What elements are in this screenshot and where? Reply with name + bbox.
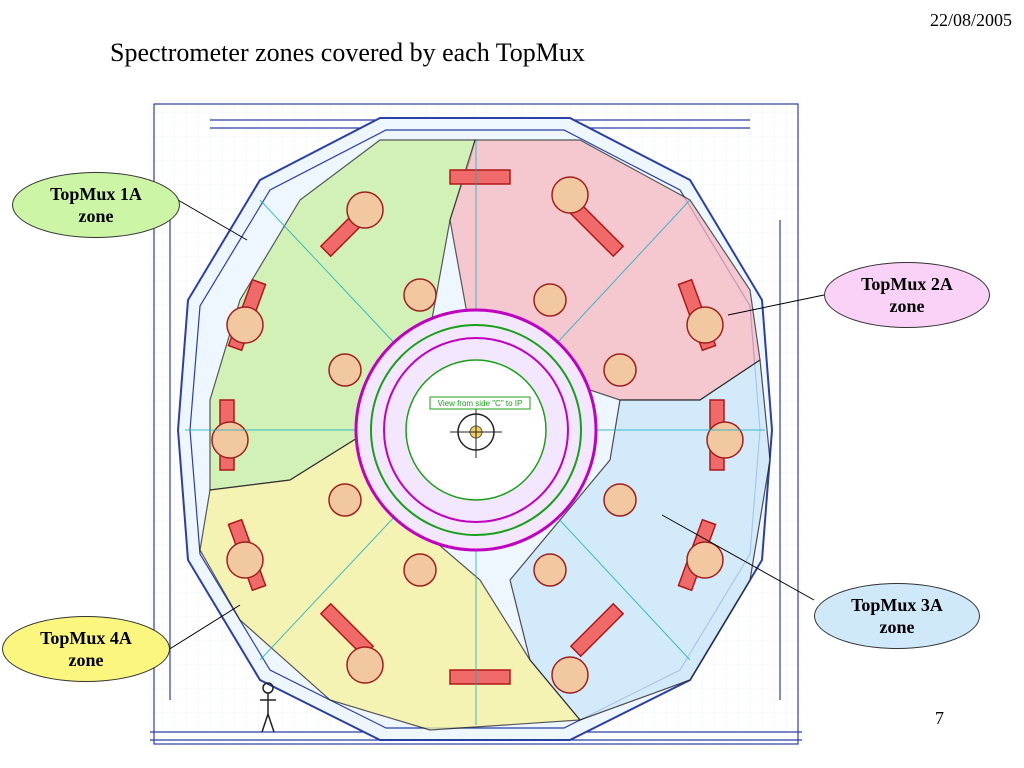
view-label: View from side "C" to IP — [438, 399, 523, 408]
zone-3a — [509, 358, 771, 721]
spectrometer-drawing: View from side "C" to IP — [150, 100, 802, 748]
callout-3a-line2: zone — [879, 617, 915, 637]
callout-1a-line1: TopMux 1A — [50, 184, 142, 204]
callout-topmux-3a: TopMux 3A zone — [814, 583, 980, 649]
person-figure — [260, 682, 276, 733]
callout-2a-line2: zone — [889, 296, 925, 316]
callout-3a-line1: TopMux 3A — [851, 595, 943, 615]
slide-title: Spectrometer zones covered by each TopMu… — [110, 38, 585, 67]
callout-4a-line2: zone — [68, 650, 104, 670]
callout-topmux-1a: TopMux 1A zone — [12, 172, 180, 238]
callout-2a-line1: TopMux 2A — [861, 274, 953, 294]
page-number: 7 — [935, 708, 944, 728]
callout-topmux-2a: TopMux 2A zone — [824, 262, 990, 328]
slide-date: 22/08/2005 — [929, 10, 1012, 30]
callout-4a-line1: TopMux 4A — [40, 628, 132, 648]
callout-1a-line2: zone — [78, 206, 114, 226]
callout-topmux-4a: TopMux 4A zone — [2, 616, 170, 682]
view-label-box — [429, 396, 531, 410]
